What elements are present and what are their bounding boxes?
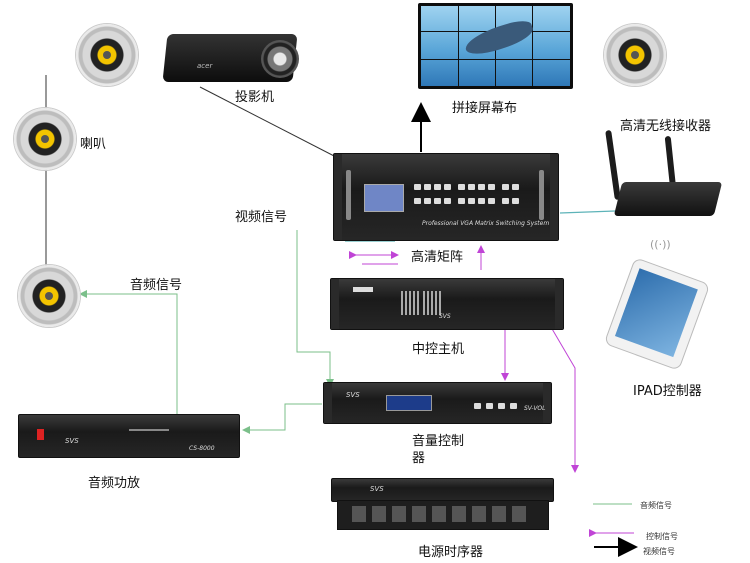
volume-svs-text: SVS — [346, 391, 360, 399]
speaker-left-bottom-icon — [18, 265, 80, 327]
wireless-receiver-icon — [604, 129, 723, 226]
volume-controller-label-2: 器 — [412, 451, 426, 466]
legend-audio-label: 音频信号 — [640, 501, 672, 510]
splicing-screen — [418, 3, 573, 89]
hd-matrix-device: Professional VGA Matrix Switching System — [333, 153, 559, 241]
matrix-panel-text: Professional VGA Matrix Switching System — [422, 220, 550, 227]
power-sequencer-label: 电源时序器 — [418, 545, 484, 560]
projector-icon: acer — [162, 24, 303, 90]
speaker-label: 喇叭 — [80, 137, 107, 152]
speaker-top-icon — [76, 24, 138, 86]
video-signal-label: 视频信号 — [235, 210, 288, 225]
projector-label: 投影机 — [235, 90, 275, 105]
amp-model-text: CS-8000 — [189, 445, 215, 452]
volume-controller-device: SVS SV-VOL — [323, 382, 552, 424]
control-svs-text: SVS — [439, 313, 451, 320]
hd-matrix-label: 高清矩阵 — [411, 250, 464, 265]
receiver-wire — [559, 210, 616, 214]
central-control-label: 中控主机 — [412, 342, 465, 357]
power-sequencer-device: SVS — [331, 478, 554, 502]
central-control-device: SVS — [330, 278, 564, 330]
volume-controller-label-1: 音量控制 — [412, 434, 465, 449]
receiver-label: 高清无线接收器 — [620, 119, 712, 134]
ipad-label: IPAD控制器 — [633, 384, 702, 399]
audio-amplifier-label: 音频功放 — [88, 476, 141, 491]
power-svs-text: SVS — [370, 485, 384, 493]
audio-signal-label: 音频信号 — [130, 278, 183, 293]
legend-control-label: 控制信号 — [646, 532, 678, 541]
power-outlets — [337, 500, 549, 530]
amp-svs-text: SVS — [65, 437, 79, 445]
volume-model-text: SV-VOL — [524, 405, 546, 412]
wifi-icon: ((·)) — [650, 238, 671, 251]
audio-amplifier-device: SVS CS-8000 — [18, 414, 240, 458]
splicing-screen-label: 拼接屏幕布 — [452, 101, 518, 116]
speaker-middle-icon — [14, 108, 76, 170]
speaker-right-icon — [604, 24, 666, 86]
projector-wire — [199, 86, 339, 159]
legend-video-label: 视频信号 — [643, 547, 675, 556]
